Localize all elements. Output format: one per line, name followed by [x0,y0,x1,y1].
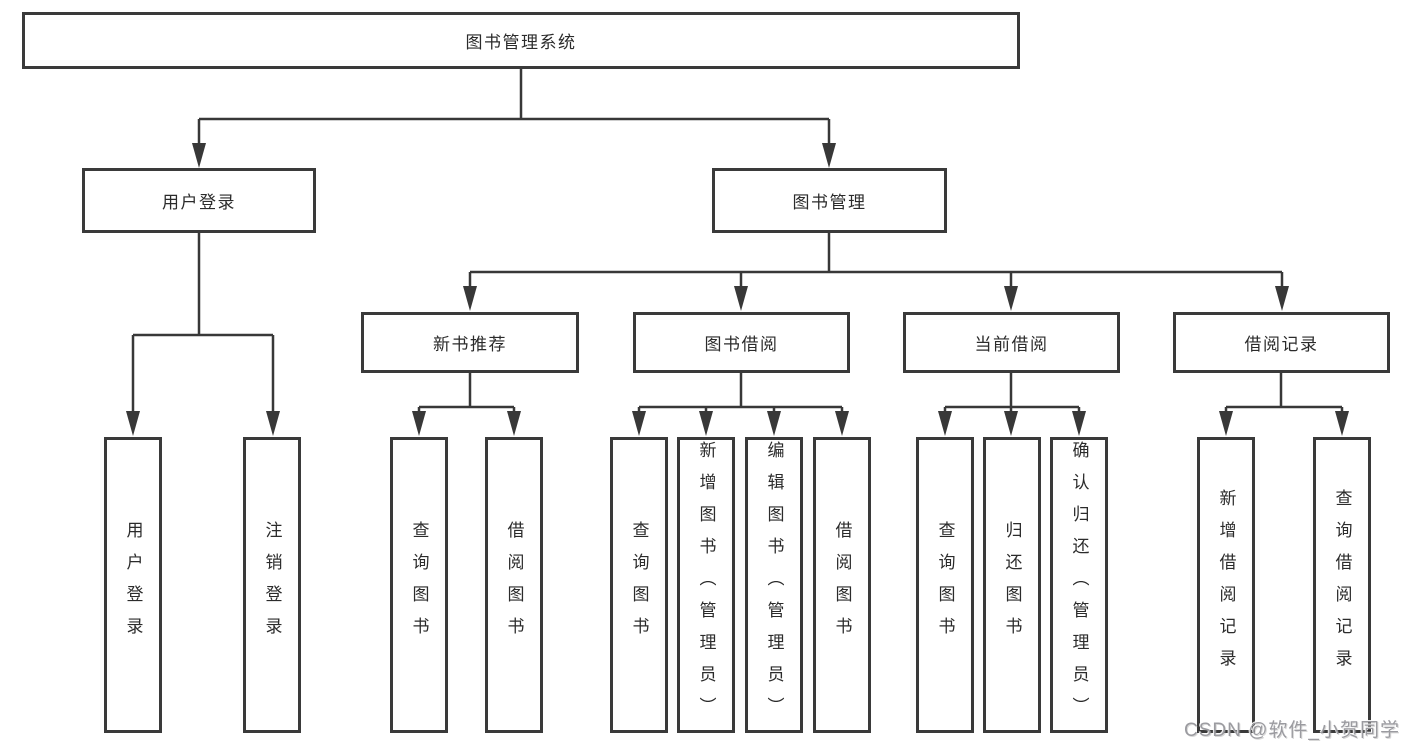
node-label: 新增图书（管理员） [696,441,716,729]
leaf-add-borrow-record: 新增借阅记录 [1197,437,1255,733]
node-label: 查询图书 [409,521,429,649]
leaf-add-books-admin: 新增图书（管理员） [677,437,735,733]
leaf-query-books: 查询图书 [610,437,668,733]
node-label: 图书管理系统 [465,33,577,52]
node-library-system: 图书管理系统 [22,12,1020,69]
node-label: 借阅记录 [1244,335,1319,354]
node-label: 确认归还（管理员） [1069,441,1089,729]
connector-current-to-leaves [943,373,1081,414]
node-label: 查询借阅记录 [1332,489,1352,681]
node-label: 借阅图书 [504,521,524,649]
node-book-management: 图书管理 [712,168,947,233]
node-label: 图书借阅 [704,335,779,354]
leaf-edit-books-admin: 编辑图书（管理员） [745,437,803,733]
leaf-return-books: 归还图书 [983,437,1041,733]
node-label: 注销登录 [262,521,282,649]
node-label: 当前借阅 [974,335,1049,354]
node-user-login: 用户登录 [82,168,316,233]
leaf-query-books: 查询图书 [916,437,974,733]
arrowheads [126,143,1349,436]
node-label: 新书推荐 [433,335,507,354]
leaf-confirm-return-admin: 确认归还（管理员） [1050,437,1108,733]
node-label: 查询图书 [935,521,955,649]
node-label: 新增借阅记录 [1216,489,1236,681]
connector-mgmt-to-level3 [468,233,1284,289]
connector-login-to-leaves [131,233,275,413]
node-current-borrow: 当前借阅 [903,312,1120,373]
csdn-watermark: CSDN @软件_小贺同学 [1184,720,1400,741]
node-new-book-recommend: 新书推荐 [361,312,579,373]
node-label: 图书管理 [792,193,867,212]
node-label: 归还图书 [1002,521,1022,649]
connector-records-to-leaves [1224,373,1344,414]
leaf-borrow-books: 借阅图书 [813,437,871,733]
connector-root-to-level2 [197,68,831,146]
node-book-borrow: 图书借阅 [633,312,850,373]
leaf-query-books: 查询图书 [390,437,448,733]
node-label: 用户登录 [162,193,236,212]
node-label: 查询图书 [629,521,649,649]
node-borrow-records: 借阅记录 [1173,312,1390,373]
node-label: 借阅图书 [832,521,852,649]
node-label: 用户登录 [123,521,143,649]
leaf-query-borrow-record: 查询借阅记录 [1313,437,1371,733]
connector-borrow-to-leaves [637,373,844,414]
leaf-logout-login: 注销登录 [243,437,301,733]
node-label: 编辑图书（管理员） [764,441,784,729]
leaf-user-login: 用户登录 [104,437,162,733]
connector-newbook-to-leaves [417,373,516,414]
leaf-borrow-books: 借阅图书 [485,437,543,733]
